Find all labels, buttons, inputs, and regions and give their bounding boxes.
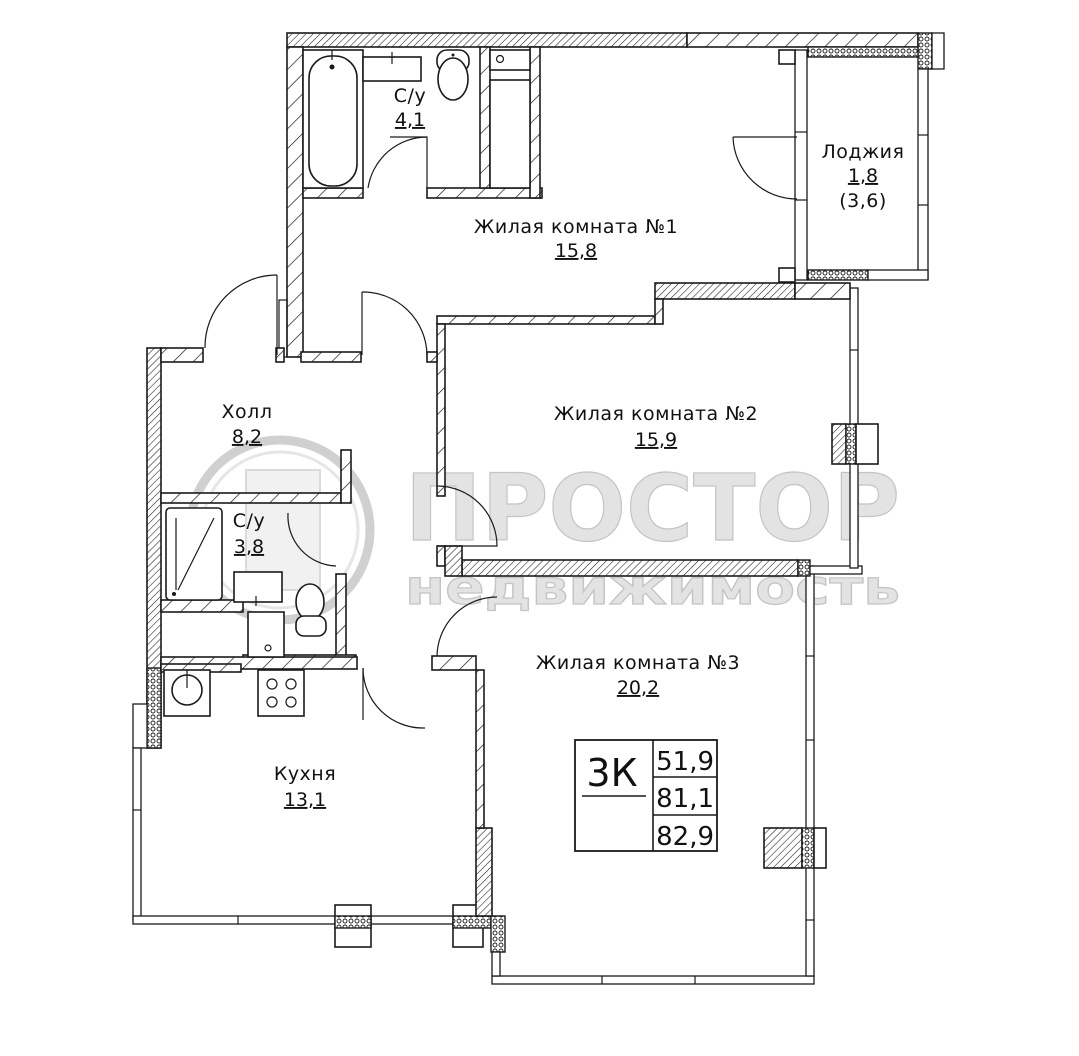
room-label-loggia: Лоджия 1,8 (3,6) [822,141,905,212]
total-area: 81,1 [656,784,714,814]
svg-text:15,9: 15,9 [635,429,677,451]
room-label-bathroom-2: С/у 3,8 [233,510,265,558]
svg-text:(3,6): (3,6) [839,190,887,212]
svg-text:Жилая комната №2: Жилая комната №2 [554,403,758,425]
svg-text:1,8: 1,8 [848,165,878,187]
watermark: ПРОСТОР недвижимость [185,435,901,625]
svg-text:15,8: 15,8 [555,240,597,262]
kitchen-fixtures [160,663,305,717]
bathroom-2-fixtures [160,507,358,670]
svg-text:Кухня: Кухня [274,763,336,785]
hall-walls [160,274,498,729]
loggia-walls [732,46,929,283]
room-label-living-room-2: Жилая комната №2 15,9 [554,403,758,451]
svg-text:Холл: Холл [222,401,273,423]
area-summary-stamp: 3К 51,9 81,1 82,9 [574,739,718,852]
room-label-kitchen: Кухня 13,1 [274,763,336,811]
svg-text:8,2: 8,2 [232,426,262,448]
svg-text:С/у: С/у [233,510,265,532]
svg-text:С/у: С/у [394,85,426,107]
room-label-bathroom-1: С/у 4,1 [394,85,426,131]
watermark-brand: ПРОСТОР [405,455,900,562]
exterior-walls [132,32,945,985]
bathroom-1-fixtures [302,46,543,199]
svg-text:3,8: 3,8 [234,536,264,558]
svg-text:Жилая комната №3: Жилая комната №3 [536,652,740,674]
svg-text:13,1: 13,1 [284,789,326,811]
room-label-living-room-3: Жилая комната №3 20,2 [536,652,740,699]
living-area: 51,9 [656,747,714,777]
room-label-hall: Холл 8,2 [222,401,273,448]
svg-text:Лоджия: Лоджия [822,141,905,163]
apartment-type: 3К [586,751,637,795]
svg-text:Жилая комната №1: Жилая комната №1 [474,216,678,238]
room-label-living-room-1: Жилая комната №1 15,8 [474,216,678,262]
svg-text:20,2: 20,2 [617,677,659,699]
watermark-logo-mark [245,469,321,591]
svg-text:4,1: 4,1 [395,109,425,131]
total-area-with-loggia: 82,9 [656,822,714,852]
